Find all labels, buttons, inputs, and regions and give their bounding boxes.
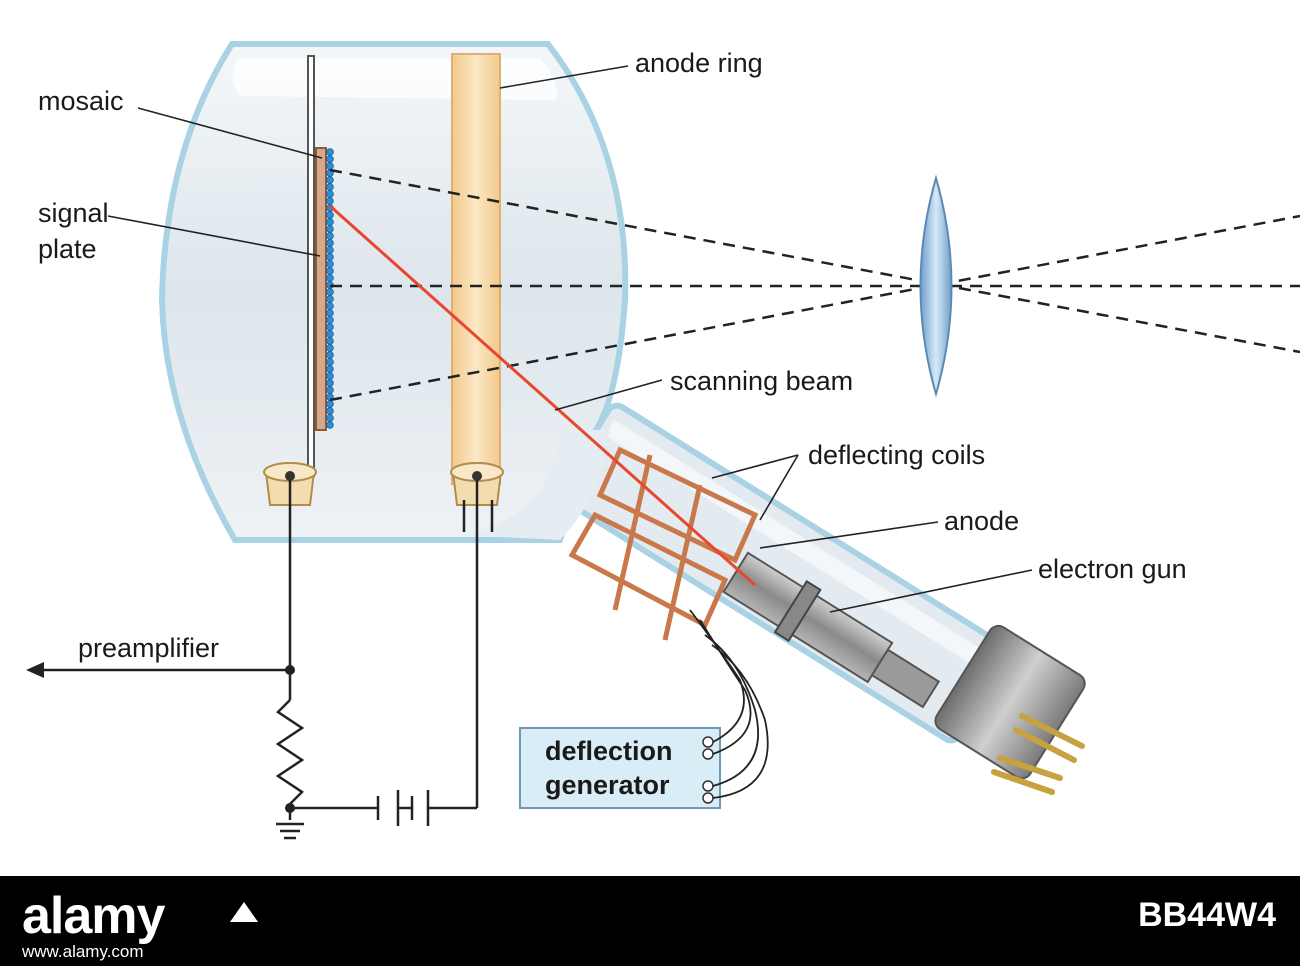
mosaic-dot xyxy=(326,246,334,254)
lens xyxy=(919,174,953,398)
circuit-wiring xyxy=(275,480,494,826)
footer-logo-mark-icon xyxy=(230,902,258,922)
mosaic-dot xyxy=(326,274,334,282)
mosaic-dot xyxy=(326,155,334,163)
signal-plate-support xyxy=(307,55,315,477)
generator-wires xyxy=(689,609,769,799)
label-signal-plate-line2: plate xyxy=(38,234,97,264)
diagram-canvas: mosaic signal plate anode ring scanning … xyxy=(26,41,1300,840)
mosaic-dot xyxy=(326,232,334,240)
mosaic-dot xyxy=(326,400,334,408)
signal-plate xyxy=(315,147,327,431)
label-deflection-generator-line1: deflection xyxy=(545,736,673,766)
mosaic-dot xyxy=(326,386,334,394)
mosaic-dot xyxy=(326,295,334,303)
arrow-head-icon xyxy=(26,662,44,678)
mosaic-dot xyxy=(326,372,334,380)
label-deflecting-coils: deflecting coils xyxy=(808,440,985,470)
mosaic-dot xyxy=(326,302,334,310)
glass-bulb xyxy=(158,41,629,543)
electron-gun xyxy=(722,551,941,709)
mosaic-dot xyxy=(326,183,334,191)
label-preamplifier: preamplifier xyxy=(78,633,219,663)
footer-logo: alamy xyxy=(22,887,165,945)
mosaic-dot xyxy=(326,218,334,226)
mosaic-dot xyxy=(326,253,334,261)
label-electron-gun: electron gun xyxy=(1038,554,1187,584)
mosaic-dot xyxy=(326,288,334,296)
label-anode: anode xyxy=(944,506,1019,536)
mosaic-dot xyxy=(326,344,334,352)
base-pins xyxy=(991,713,1085,795)
neck-join xyxy=(460,430,610,540)
mosaic-dot xyxy=(326,407,334,415)
leader-lines xyxy=(107,65,1033,613)
mosaic-dot xyxy=(326,358,334,366)
mosaic-dot xyxy=(326,316,334,324)
mosaic-dot xyxy=(326,365,334,373)
label-anode-ring: anode ring xyxy=(635,48,763,78)
scanning-beam xyxy=(329,204,756,587)
mosaic-dot xyxy=(326,379,334,387)
label-mosaic: mosaic xyxy=(38,86,124,116)
mosaic-dot xyxy=(326,351,334,359)
mosaic-dot xyxy=(326,260,334,268)
mosaic-dot xyxy=(326,267,334,275)
junction-dot xyxy=(285,803,295,813)
mosaic-dot xyxy=(326,323,334,331)
footer-url: www.alamy.com xyxy=(22,942,144,961)
mosaic-dot xyxy=(326,190,334,198)
glass-highlight xyxy=(232,58,557,100)
label-scanning-beam: scanning beam xyxy=(670,366,853,396)
mosaic xyxy=(326,148,334,429)
anode-ring xyxy=(451,53,501,485)
mosaic-dot xyxy=(326,337,334,345)
mosaic-dot xyxy=(326,197,334,205)
mosaic-dot xyxy=(326,309,334,317)
ground-symbol xyxy=(276,822,304,840)
mosaic-dot xyxy=(326,148,334,156)
footer-image-id: BB44W4 xyxy=(1138,896,1276,934)
light-rays xyxy=(329,168,1300,402)
deflection-generator-box xyxy=(519,727,721,809)
mosaic-dot xyxy=(326,330,334,338)
label-deflection-generator-line2: generator xyxy=(545,770,670,800)
mosaic-dot xyxy=(326,176,334,184)
deflecting-coils xyxy=(568,446,759,641)
mosaic-dot xyxy=(326,414,334,422)
generator-terminals xyxy=(702,736,714,804)
mosaic-dot xyxy=(326,162,334,170)
label-signal-plate-line1: signal xyxy=(38,198,109,228)
mosaic-dot xyxy=(326,239,334,247)
mosaic-dot xyxy=(326,225,334,233)
watermark-footer: alamy www.alamy.com BB44W4 xyxy=(0,876,1300,966)
mosaic-dot xyxy=(326,421,334,429)
mosaic-dot xyxy=(326,211,334,219)
